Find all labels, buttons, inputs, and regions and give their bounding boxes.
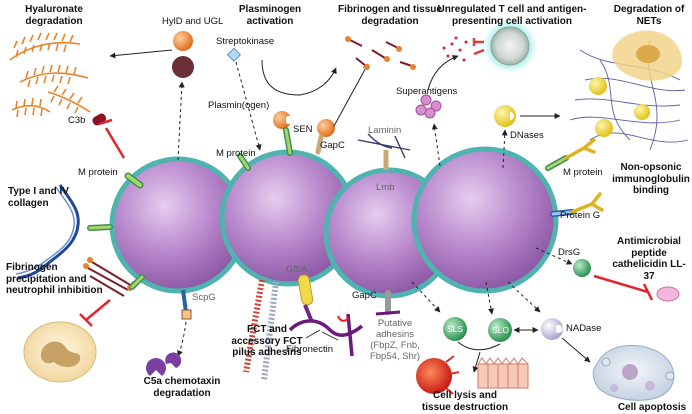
tcr-receptor-icon bbox=[472, 38, 485, 56]
putative-adhesins-icon bbox=[375, 290, 401, 316]
label-gapc-top: GapC bbox=[320, 140, 345, 151]
protein-g-icon bbox=[550, 209, 575, 217]
label-putative: Putative adhesins (FbpZ, Fnb, Fbp54, Shr… bbox=[369, 318, 421, 362]
fibrinogen-fragment-ends-icon bbox=[345, 36, 416, 70]
neutrophil-net-icon bbox=[612, 30, 683, 81]
label-slo: SLO bbox=[492, 325, 510, 335]
superantigen-icon bbox=[415, 94, 442, 119]
label-mprotein-left: M protein bbox=[78, 167, 118, 178]
fct-pilus-icon bbox=[243, 279, 279, 381]
heading-nets: Degradation of NETs bbox=[613, 4, 685, 27]
label-nadase: NADase bbox=[566, 323, 602, 334]
sen-anchor-icon bbox=[283, 127, 293, 156]
antibody-icon bbox=[564, 138, 596, 160]
fibrinogen-chain-icon bbox=[87, 261, 133, 297]
neutrophil-icon bbox=[23, 321, 97, 383]
streptokinase-icon bbox=[226, 47, 242, 62]
heading-collagen: Type I and IV collagen bbox=[8, 186, 69, 209]
label-fibronectin: Fibronectin bbox=[286, 344, 333, 355]
collagen-adhesin-icon bbox=[87, 224, 113, 231]
label-sls: SLS bbox=[447, 324, 464, 334]
drsg-icon bbox=[573, 259, 591, 277]
laminin-icon bbox=[357, 133, 411, 159]
hyaluronate-fibers-icon bbox=[9, 32, 91, 118]
nadase-icon bbox=[541, 318, 563, 340]
label-laminin: Laminin bbox=[368, 125, 402, 136]
heading-fct: FCT and accessory FCT pilus adhesins bbox=[231, 324, 303, 358]
ugl-enzyme-icon bbox=[172, 56, 194, 78]
gapc-bottom-icon bbox=[337, 313, 354, 357]
label-hyld: HylD and UGL bbox=[162, 16, 224, 27]
c5a-fragments-icon bbox=[146, 352, 182, 376]
label-scpg: ScpG bbox=[192, 292, 216, 303]
scpg-icon bbox=[181, 309, 192, 320]
slo-toxin-icon bbox=[488, 318, 512, 342]
label-streptokinase: Streptokinase bbox=[216, 36, 275, 47]
heading-fibrinogen-tissue: Fibrinogen and tissue degradation bbox=[338, 4, 442, 27]
m-protein-left-icon bbox=[124, 172, 144, 189]
gapc-top-icon bbox=[315, 119, 335, 155]
m-protein-lower-icon bbox=[129, 274, 145, 290]
dnase-enzyme-icon bbox=[494, 105, 516, 127]
gfba-icon bbox=[297, 274, 314, 323]
label-dnases: DNases bbox=[510, 130, 544, 141]
m-protein-right-icon bbox=[545, 155, 569, 171]
label-lmb: Lmb bbox=[376, 182, 395, 193]
cytokine-dots-icon bbox=[442, 36, 468, 62]
heading-apoptosis: Cell apoptosis bbox=[617, 402, 687, 413]
label-plasmin: Plasmin(ogen) bbox=[208, 100, 270, 111]
heading-hyaluronate: Hyaluronate degradation bbox=[25, 4, 83, 27]
label-c3b: C3b bbox=[68, 115, 86, 126]
heading-c5a: C5a chemotaxin degradation bbox=[143, 376, 221, 399]
m-protein-mid-icon bbox=[237, 153, 251, 171]
sls-toxin-icon bbox=[443, 317, 467, 341]
apoptotic-cell-icon bbox=[592, 345, 675, 401]
dnase-on-net-icon bbox=[589, 77, 650, 137]
label-proteing: Protein G bbox=[560, 210, 601, 221]
ll37-peptide-icon bbox=[656, 286, 680, 302]
bacterial-chain bbox=[109, 146, 559, 299]
heading-cell-lysis: Cell lysis and tissue destruction bbox=[421, 390, 509, 413]
lysed-cell-icon bbox=[416, 355, 460, 395]
antibody-g-icon bbox=[570, 192, 604, 214]
label-drsg: DrsG bbox=[558, 247, 581, 258]
bacterial-cell-4 bbox=[411, 146, 559, 294]
tissue-epithelium-icon bbox=[477, 357, 529, 389]
heading-nonopsonic: Non-opsonic immunoglobulin binding bbox=[612, 162, 690, 196]
heading-fibrinogen-precip: Fibrinogen precipitation and neutrophil … bbox=[6, 262, 103, 296]
label-gapc-bottom: GapC bbox=[352, 290, 377, 301]
label-mprotein-right: M protein bbox=[563, 167, 603, 178]
heading-antimicrobial: Antimicrobial peptide cathelicidin LL-37 bbox=[612, 236, 686, 282]
label-sen: SEN bbox=[293, 124, 313, 135]
heading-unregulated: Unregulated T cell and antigen-presentin… bbox=[437, 4, 587, 27]
hyld-enzyme-icon bbox=[173, 31, 193, 51]
fibrinogen-fragments-icon bbox=[349, 39, 413, 67]
heading-plasminogen: Plasminogen activation bbox=[238, 4, 302, 27]
label-gfba: GfbA bbox=[286, 264, 308, 275]
t-cell-icon bbox=[483, 19, 537, 73]
plasmin-icon bbox=[273, 111, 293, 129]
collagen-icon bbox=[17, 184, 80, 280]
label-superantigens: Superantigens bbox=[396, 86, 458, 97]
fibronectin-icon bbox=[288, 319, 364, 337]
label-mprotein-mid: M protein bbox=[216, 148, 256, 159]
